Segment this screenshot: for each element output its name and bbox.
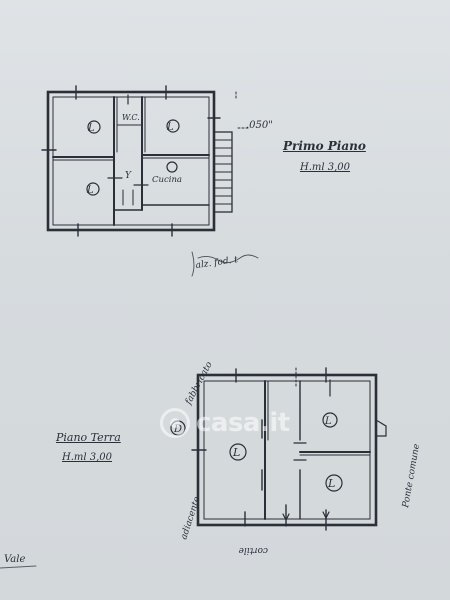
upper-hall-label: Y [125, 171, 132, 181]
ground-room-d-label: L [327, 477, 335, 490]
ground-common-passage-label: Ponte comune [401, 443, 422, 509]
upper-room-2-label: L [166, 122, 174, 133]
upper-floor-plan [41, 85, 259, 277]
upper-pencil-note: alz. fod. t [195, 255, 239, 271]
ground-outer-wall [196, 373, 378, 527]
upper-room-1-label: L [87, 123, 95, 134]
upper-dimension-note: .050" [246, 120, 273, 131]
casa-logo-icon [160, 408, 190, 438]
ground-courtyard-label: cortile [239, 545, 268, 555]
ground-room-b-label: L [232, 446, 240, 459]
upper-inner-wall-line [52, 96, 210, 226]
upper-kitchen-label: Cucina [152, 175, 182, 185]
ground-inner-wall-line [203, 380, 371, 520]
upper-floor-title: Primo Piano [283, 139, 366, 153]
ground-room-c-label: L [324, 416, 332, 427]
watermark-text: casa.it [196, 408, 290, 438]
casa-it-watermark: casa.it [160, 408, 290, 438]
upper-bath-label: W.C. [122, 113, 140, 122]
upper-floor-height: H.ml 3,00 [300, 162, 351, 173]
upper-room-3-label: L [86, 185, 94, 196]
ground-floor-height: H.ml 3,00 [62, 452, 113, 463]
ground-floor-plan [170, 367, 387, 531]
ground-floor-title: Piano Terra [56, 431, 121, 444]
margin-note: Vale [4, 554, 26, 565]
